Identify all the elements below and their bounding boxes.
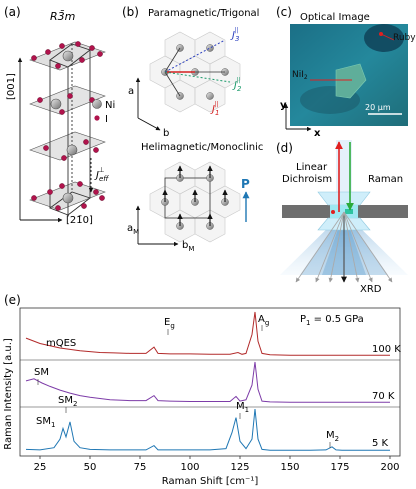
x-tick-label: 100 xyxy=(180,462,199,473)
series-line-5k xyxy=(25,408,390,451)
x-tick-label: 125 xyxy=(230,462,249,473)
trigonal-title: Paramagnetic/Trigonal xyxy=(148,8,259,19)
j3-label: J3|| xyxy=(230,27,239,43)
x-tick-label: 175 xyxy=(330,462,349,473)
y-axis-label: Raman Intensity [a.u.] xyxy=(3,338,14,450)
eg-label: Eg xyxy=(164,317,175,330)
j1-label: J1|| xyxy=(210,101,219,117)
raman-setup-label: Raman xyxy=(368,174,403,185)
sample-flake xyxy=(335,63,367,99)
peak-annotations: mQES Eg Ag SM SM1 SM2 M1 M2 xyxy=(34,314,339,448)
sm1-label: SM1 xyxy=(36,416,55,429)
axis-001-label: [001] xyxy=(6,73,17,100)
x-tick-label: 200 xyxy=(380,462,399,473)
j-eff-arrow: Jeff⊥ xyxy=(88,158,109,193)
raman-plot: 25 50 75 100 125 150 175 200 100 K 70 K 5 K xyxy=(19,307,401,473)
panel-c-label: (c) xyxy=(276,5,292,19)
axis-210-label: [21̄0] xyxy=(66,215,93,226)
panel-a-label: (a) xyxy=(4,5,21,19)
monoclinic-title: Helimagnetic/Monoclinic xyxy=(141,142,263,153)
panel-b-label: (b) xyxy=(122,5,139,19)
lattice-axes: [001] [21̄0] xyxy=(6,57,93,226)
crystal-structure xyxy=(29,41,106,216)
x-tick-label: 25 xyxy=(34,462,47,473)
pressure-label: P1 = 0.5 GPa xyxy=(300,314,364,327)
m2-label: M2 xyxy=(326,430,339,443)
mqes-label: mQES xyxy=(46,338,76,349)
space-group-label: R3̄m xyxy=(50,10,75,23)
trigonal-lattice: J3|| J2|| J1|| a b xyxy=(128,27,242,139)
series-label-70k: 70 K xyxy=(372,391,395,402)
xrd-label: XRD xyxy=(360,284,382,295)
optical-image-title: Optical Image xyxy=(300,12,370,23)
series-line-100k xyxy=(25,311,390,356)
x-axis-label: Raman Shift [cm⁻¹] xyxy=(162,476,259,487)
ni-legend-icon xyxy=(92,99,102,109)
plot-frame xyxy=(19,307,401,457)
j2-label: J2|| xyxy=(232,77,242,93)
sample-label: NiI2 xyxy=(292,70,308,81)
panel-d-label: (d) xyxy=(276,141,293,155)
atoms xyxy=(31,41,105,211)
dichroism-label: Dichroism xyxy=(282,174,332,185)
i-legend-icon xyxy=(94,115,100,121)
panel-e: (e) P1 = 0.5 GPa Raman Intensity [a.u.] … xyxy=(3,293,401,487)
j-eff-label: Jeff⊥ xyxy=(94,166,109,183)
x-tick-label: 150 xyxy=(280,462,299,473)
i-legend-label: I xyxy=(105,114,108,125)
linear-label: Linear xyxy=(296,162,328,173)
series-label-100k: 100 K xyxy=(372,344,401,355)
sm-label: SM xyxy=(34,367,49,378)
axis-b-label: b xyxy=(163,128,169,139)
ruby-label: Ruby xyxy=(393,33,416,43)
x-tick-label: 75 xyxy=(134,462,147,473)
atom-legend: Ni I xyxy=(92,99,115,125)
axis-bm-label: bM xyxy=(182,240,194,253)
panel-b: (b) Paramagnetic/Trigonal xyxy=(122,5,263,253)
sm2-label: SM2 xyxy=(58,395,77,408)
axis-y-label: y xyxy=(280,100,287,111)
x-tick-label: 50 xyxy=(84,462,97,473)
ni-legend-label: Ni xyxy=(105,100,115,111)
gasket-left xyxy=(282,205,332,218)
monoclinic-lattice: P aM bM xyxy=(127,161,250,253)
series-label-5k: 5 K xyxy=(372,438,389,449)
axis-x-label: x xyxy=(314,128,321,139)
diamond-top xyxy=(317,191,371,206)
panel-a: (a) R3̄m xyxy=(4,5,115,226)
panel-e-label: (e) xyxy=(4,293,21,307)
polarization-label: P xyxy=(241,177,250,191)
axis-a-label: a xyxy=(128,86,134,97)
scale-bar-label: 20 µm xyxy=(365,103,391,112)
ag-label: Ag xyxy=(258,314,269,327)
axis-am-label: aM xyxy=(127,223,139,236)
panel-c: (c) Optical Image Ruby NiI2 20 µm y x xyxy=(276,5,416,139)
panel-d: (d) Linear Dichroism Raman XRD xyxy=(276,140,408,295)
m1-label: M1 xyxy=(236,401,249,414)
series-line-70k xyxy=(25,361,390,403)
gasket-right xyxy=(356,205,408,218)
